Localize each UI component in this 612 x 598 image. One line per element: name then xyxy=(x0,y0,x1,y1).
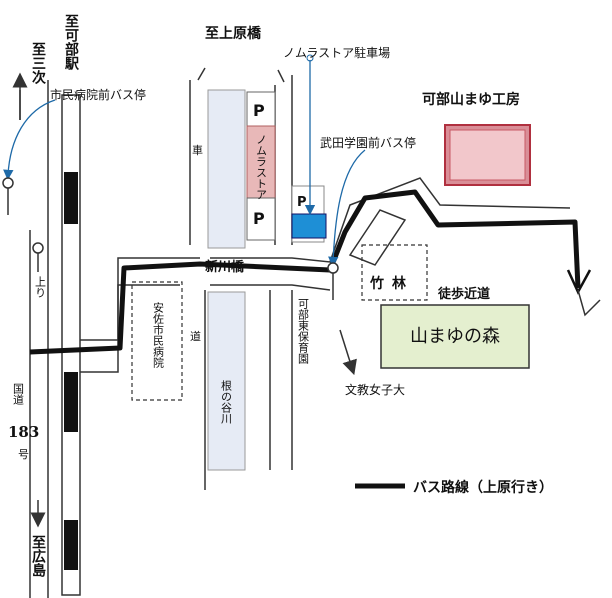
label-to-kamihara-bridge: 至上原橋 xyxy=(205,25,262,42)
label-bamboo-forest: 竹林 xyxy=(369,275,414,292)
label-nenotani-river: 根の谷川 xyxy=(220,379,233,424)
nenotani-river xyxy=(207,89,246,471)
shinkawa-road xyxy=(80,177,571,373)
parking-mark-1: P xyxy=(253,101,265,120)
right-road-end xyxy=(577,289,601,317)
arrow-up-kamihara-left xyxy=(197,67,206,81)
label-to-hiroshima: 至広島 xyxy=(30,535,46,578)
shortcut-path xyxy=(348,209,407,266)
label-bunkyo-univ: 文教女子大 xyxy=(345,382,405,397)
bus-route-line xyxy=(29,189,581,355)
label-to-sanji: 至三次 xyxy=(30,42,46,85)
parking-mark-2: P xyxy=(253,209,265,228)
national-road-183 xyxy=(19,80,49,598)
label-go-char: 号 xyxy=(18,448,29,461)
yamamayu-forest-block xyxy=(380,304,530,369)
bus-stop-icon-takeda xyxy=(327,262,339,300)
label-national-road: 国道 xyxy=(12,383,25,405)
label-kabe-east-nursery: 可部東保育園 xyxy=(297,298,310,365)
arrow-bunkyo xyxy=(339,329,357,376)
railway-line xyxy=(61,94,81,596)
label-to-kabe-station: 至可部駅 xyxy=(63,14,79,71)
label-road-char: 道 xyxy=(190,329,201,343)
legend-label: バス路線（上原行き） xyxy=(413,479,553,496)
label-hospital: 安佐市民病院 xyxy=(152,301,165,368)
parking-mark-3: P xyxy=(297,195,307,210)
bus-stop-icon-shimin xyxy=(2,177,14,215)
bus-stop-icon-up xyxy=(32,242,44,272)
workshop-block xyxy=(444,124,531,186)
bamboo-forest-area xyxy=(361,244,428,301)
label-takeda-bus-stop: 武田学園前バス停 xyxy=(320,135,416,150)
arrow-up-kamihara-right xyxy=(277,69,285,83)
nomura-store-block xyxy=(246,91,327,243)
label-shimin-bus-stop: 市民病院前バス停 xyxy=(50,87,146,102)
label-walk-nearby: 徒歩近道 xyxy=(437,286,490,302)
label-shinkawa-bridge: 新川橋 xyxy=(205,259,245,275)
callout-takeda-bus-stop xyxy=(328,149,366,268)
label-car: 車 xyxy=(192,143,203,157)
label-up-line: 上り xyxy=(34,276,47,298)
label-yamamayu-forest: 山まゆの森 xyxy=(410,326,500,347)
label-nomura-parking: ノムラストア駐車場 xyxy=(283,45,390,60)
label-kabe-yamamayu-workshop: 可部山まゆ工房 xyxy=(422,91,520,108)
label-nomura-store: ノムラストア xyxy=(255,134,268,200)
callout-shimin-bus-stop xyxy=(3,99,56,181)
hospital-area xyxy=(131,281,183,401)
label-road-number: 183 xyxy=(8,423,39,441)
